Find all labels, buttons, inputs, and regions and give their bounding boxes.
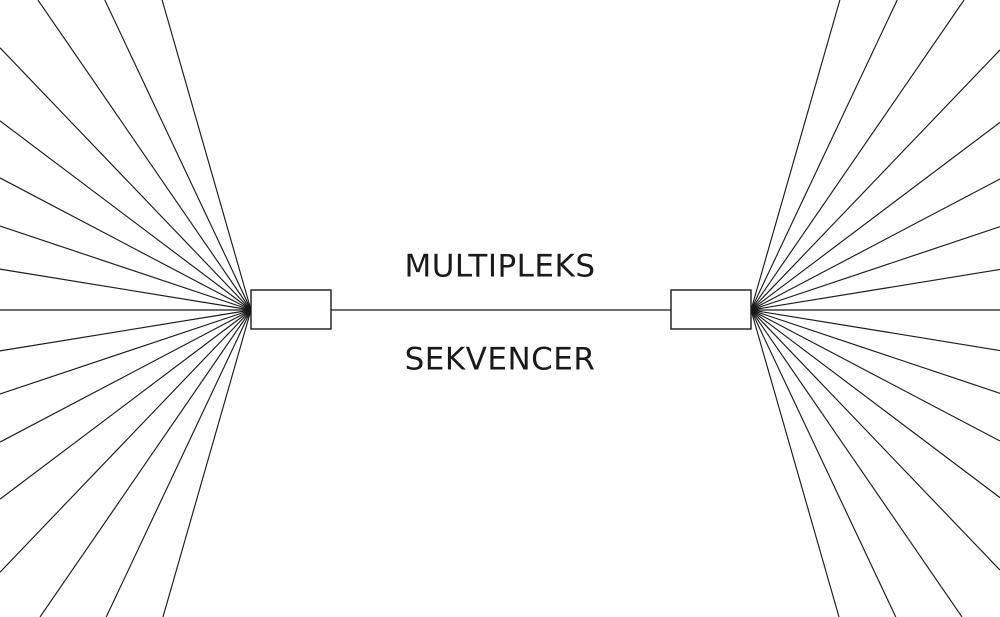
fan-line: [0, 268, 252, 311]
fan-line: [750, 49, 1000, 311]
fan-line: [0, 47, 252, 311]
fan-line: [0, 309, 252, 573]
fan-line: [105, 309, 252, 617]
fan-line: [0, 309, 252, 443]
right-multiplexer-box[interactable]: [670, 289, 752, 330]
multipleks-label: MULTIPLEKS: [404, 249, 595, 285]
sekvencer-label: SEKVENCER: [405, 342, 596, 378]
fan-line: [37, 0, 252, 311]
fan-line: [750, 309, 1000, 352]
fan-line: [750, 309, 1000, 394]
fan-line: [162, 309, 252, 617]
fan-line: [750, 309, 1000, 442]
fan-line: [750, 0, 841, 311]
fan-line: [750, 309, 897, 617]
fan-line: [750, 309, 1000, 571]
fan-line: [750, 309, 963, 617]
fan-line: [0, 177, 252, 311]
left-multiplexer-box[interactable]: [250, 289, 332, 330]
right-fan-lines: [750, 0, 1000, 617]
fan-line: [0, 225, 252, 311]
fan-line: [750, 309, 1000, 499]
fan-line: [750, 0, 898, 311]
fan-line: [39, 309, 252, 617]
fan-line: [750, 268, 1000, 311]
fan-line: [104, 0, 252, 311]
fan-line: [750, 309, 840, 617]
fan-line: [750, 121, 1000, 311]
fan-line: [0, 309, 252, 395]
left-fan-lines: [0, 0, 252, 617]
fan-line: [0, 120, 252, 311]
fan-line: [0, 309, 252, 500]
fan-line: [161, 0, 252, 311]
fan-line: [750, 178, 1000, 311]
fan-line: [750, 0, 965, 311]
fan-line: [0, 309, 252, 352]
fan-line: [750, 226, 1000, 311]
